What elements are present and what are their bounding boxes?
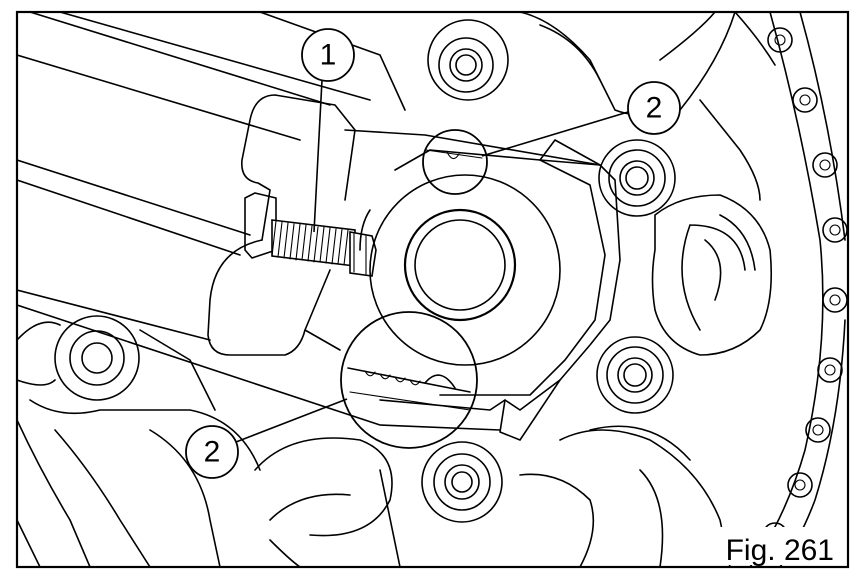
sprocket-body [254,12,776,567]
leader-1 [313,79,323,233]
callout-2-lower-label: 2 [204,436,221,469]
detail-marker-lower [340,311,478,449]
callout-2-upper-label: 2 [646,92,663,125]
lower-frame [17,315,261,567]
callout-2-upper: 2 [627,81,681,135]
swingarm [17,12,501,431]
leader-2-lower [235,398,348,443]
detail-marker-upper [422,129,488,195]
callout-1: 1 [301,28,355,82]
callout-2-lower: 2 [185,425,239,479]
nut-bottom [421,441,503,523]
leader-2-upper [481,111,629,157]
leader-lines [235,79,629,443]
figure-label: Fig. 261 [726,534,834,567]
nut-top [427,19,509,101]
drive-chain [749,12,848,567]
hub-carrier [344,129,621,441]
nut-right-lower [596,336,674,414]
callout-1-label: 1 [320,39,337,72]
figure-frame [15,10,850,569]
figure-label-background [700,527,846,565]
drawing-content [17,12,848,567]
nut-right-upper [598,139,676,217]
